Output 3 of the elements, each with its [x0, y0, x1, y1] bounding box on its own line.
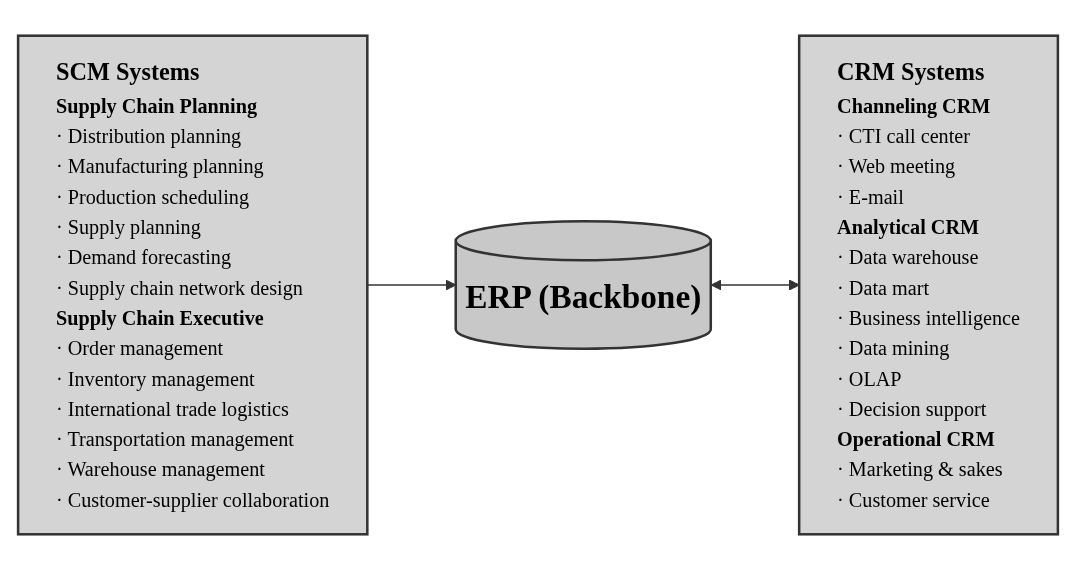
node-box: CRM Systems Channeling CRM · CTI call center · Web meeting · E-mail Analytical CRM · Data warehouse · Data mart · Business intelligence · Data mining · OLAP · Decision support Operational CRM · Marketing & sakes · Customer service: [797, 33, 1060, 536]
node-box: SCM Systems Supply Chain Planning · Distribution planning · Manufacturing planning · Production scheduling · Supply planning · Demand forecasting · Supply chain network design Supply Chain Executive · Order management · Inventory management · International trade logistics · Transportation management · Warehouse management · Customer-supplier collaboration: [16, 33, 369, 536]
arrow: [710, 278, 800, 291]
